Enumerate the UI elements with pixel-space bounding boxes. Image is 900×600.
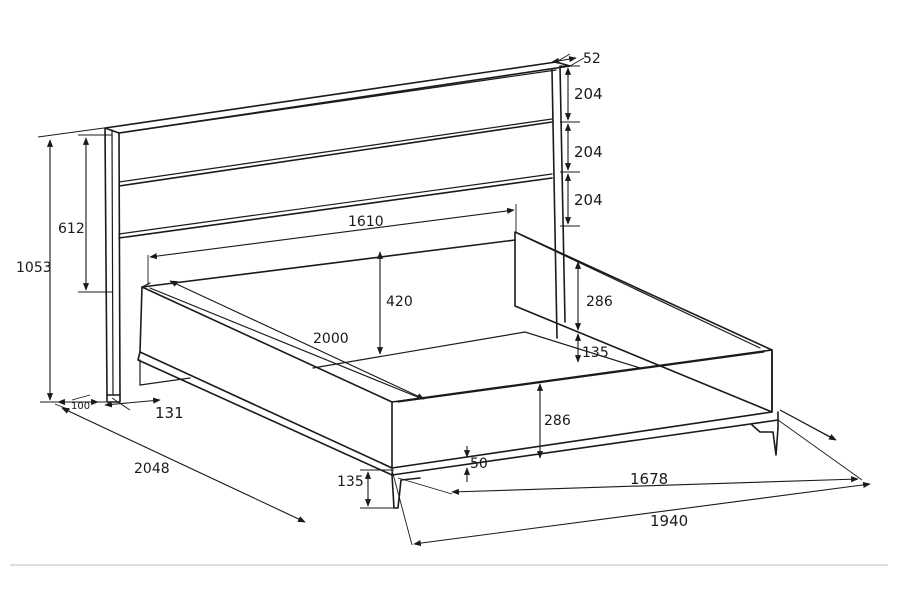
- label-52: 52: [583, 51, 601, 67]
- bed-outline: [104, 61, 779, 509]
- dim-line-2000: [169, 280, 425, 400]
- right-rail-inner: [520, 234, 761, 349]
- headboard-panel-divider-2b: [118, 173, 553, 235]
- headboard-left-post-inner: [111, 129, 114, 396]
- label-286-right: 286: [586, 294, 613, 310]
- label-286-front: 286: [544, 413, 571, 429]
- label-131: 131: [155, 404, 184, 422]
- front-leg: [391, 474, 421, 509]
- dim-line-52: [551, 56, 577, 64]
- right-side-rail: [514, 231, 773, 413]
- headboard-top-cap-lower-edge: [118, 69, 557, 134]
- dimension-labels: 52 204 204 204 612 1053 1610 420 286 135…: [16, 51, 688, 530]
- label-2000: 2000: [313, 331, 349, 347]
- label-135-slat: 135: [582, 345, 609, 361]
- head-rail: [141, 239, 516, 288]
- label-50: 50: [470, 456, 488, 472]
- headboard-panel-divider-1: [118, 121, 553, 187]
- right-leg: [751, 419, 779, 456]
- foot-rail: [391, 349, 773, 469]
- label-1678: 1678: [630, 470, 668, 488]
- dim-line-2048: [61, 407, 306, 523]
- label-100: 100: [71, 401, 90, 412]
- label-204-bottom: 204: [574, 191, 603, 209]
- label-1610: 1610: [348, 214, 384, 230]
- label-204-middle: 204: [574, 143, 603, 161]
- label-1940: 1940: [650, 512, 688, 530]
- dimension-lines: [37, 53, 871, 547]
- dim-line-131: [104, 397, 161, 408]
- headboard-right-post: [551, 65, 566, 339]
- base-plinth: [137, 351, 779, 476]
- headboard-top-cap: [104, 61, 571, 134]
- label-612: 612: [58, 221, 85, 237]
- label-420: 420: [386, 294, 413, 310]
- dim-line-1940: [413, 481, 871, 547]
- label-135-leg: 135: [337, 474, 364, 490]
- headboard-panel-divider-1b: [118, 118, 553, 183]
- dim-line-1610: [149, 207, 515, 260]
- foot-rail-inner: [397, 351, 765, 403]
- label-2048: 2048: [134, 461, 170, 477]
- label-204-top: 204: [574, 85, 603, 103]
- headboard-panel-divider-2: [118, 177, 553, 239]
- label-1053: 1053: [16, 260, 52, 276]
